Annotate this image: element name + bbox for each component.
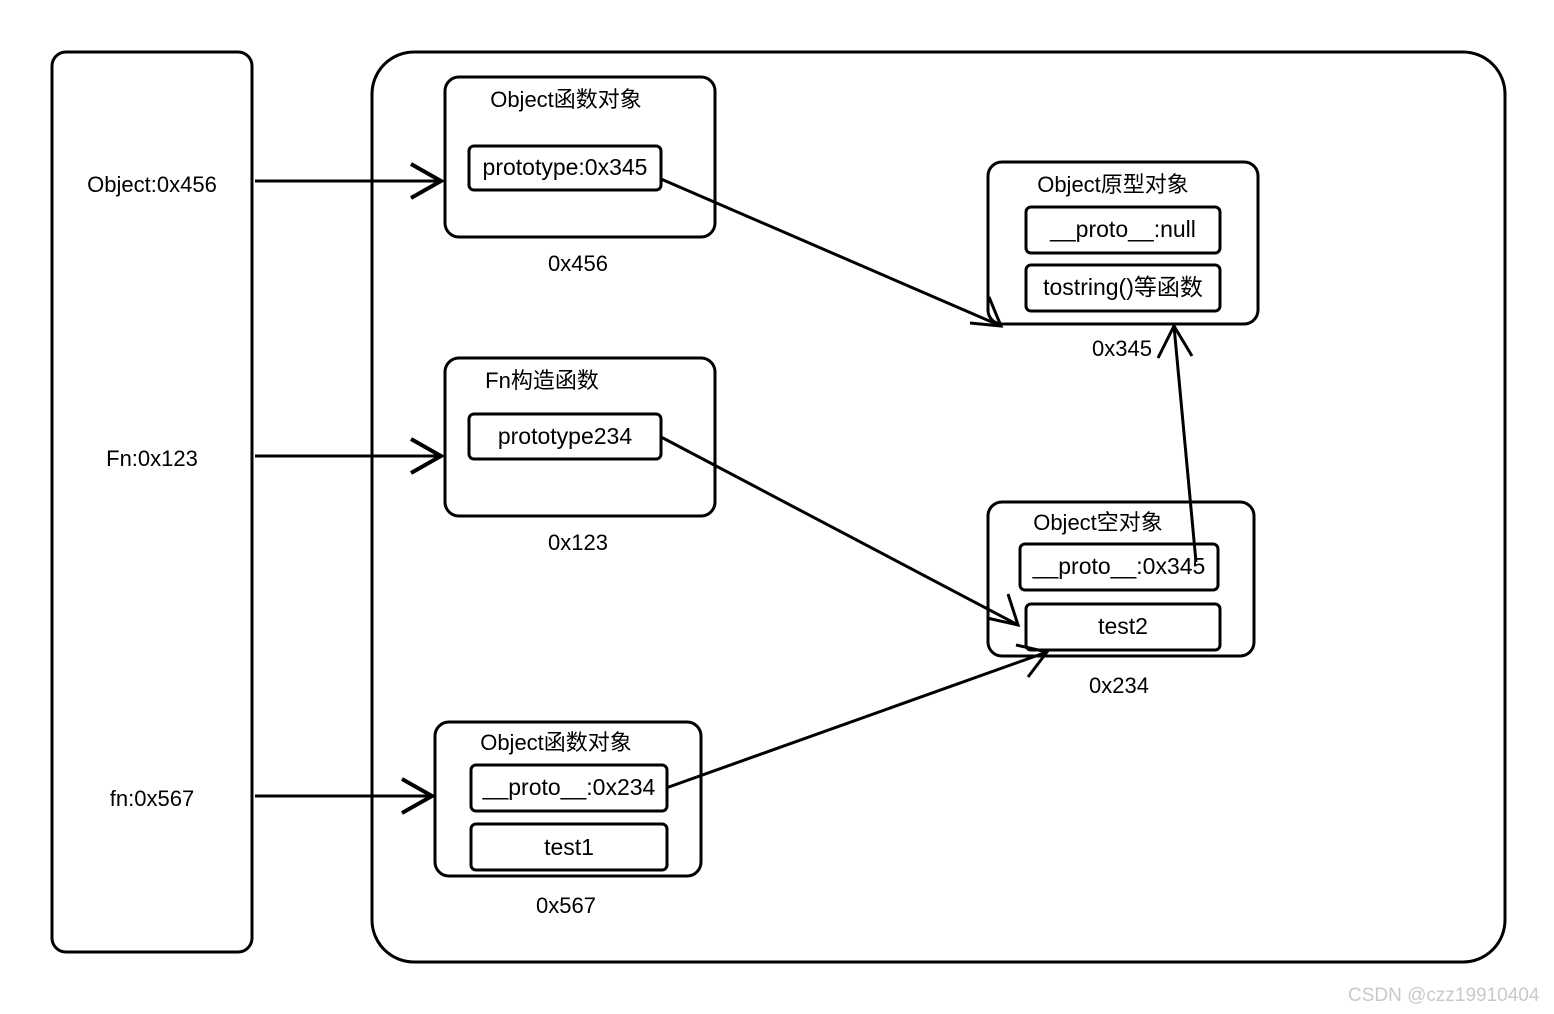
variable-scope-panel-outline	[50, 50, 254, 954]
heap-memory-panel-outline	[370, 50, 1507, 964]
fn-instance-object-field-test1	[469, 822, 669, 872]
fn-constructor-address: 0x123	[548, 530, 608, 555]
fn-constructor-field-prototype	[467, 412, 663, 461]
object-prototype-object-field-proto-label: __proto__:null	[1050, 216, 1196, 242]
object-empty-object-title: Object空对象	[1033, 510, 1163, 535]
object-empty-object-box	[986, 500, 1256, 658]
fn-constructor-title: Fn构造函数	[485, 368, 599, 393]
variable-entry-fn-instance: fn:0x567	[109, 786, 195, 811]
object-function-object-address: 0x456	[548, 251, 608, 276]
arrow-fn-to-constructor	[255, 437, 446, 475]
object-prototype-object-title: Object原型对象	[1037, 172, 1189, 197]
arrow-prototype345-to-prototype-object	[660, 177, 1004, 328]
fn-constructor-box	[443, 356, 717, 518]
object-prototype-object-box	[986, 160, 1260, 326]
csdn-watermark: CSDN @czz19910404	[1348, 985, 1540, 1006]
object-prototype-object-field-proto	[1024, 205, 1222, 255]
object-empty-object-field-test2	[1024, 602, 1222, 652]
variable-entry-fn-constructor: Fn:0x123	[106, 446, 198, 471]
object-empty-object-address: 0x234	[1089, 673, 1149, 698]
arrow-object-to-function-object	[255, 162, 446, 200]
object-prototype-object-field-tostring	[1024, 263, 1222, 313]
object-empty-object-field-proto	[1018, 542, 1220, 592]
fn-instance-object-address: 0x567	[536, 893, 596, 918]
arrow-empty-object-to-prototype-object	[1156, 322, 1198, 563]
object-prototype-object-address: 0x345	[1092, 336, 1152, 361]
fn-instance-object-box	[433, 720, 703, 878]
object-function-object-title: Object函数对象	[490, 87, 642, 112]
object-function-object-field-prototype	[467, 144, 663, 192]
variable-entry-object: Object:0x456	[87, 172, 217, 197]
object-prototype-object-field-tostring-label: tostring()等函数	[1043, 274, 1203, 300]
arrow-prototype234-to-empty-object	[660, 435, 1021, 628]
fn-instance-object-field-test1-label: test1	[544, 834, 594, 860]
arrow-fn-instance-to-object	[255, 777, 437, 815]
object-function-object-field-prototype-label: prototype:0x345	[482, 154, 648, 180]
fn-constructor-field-prototype-label: prototype234	[497, 423, 633, 449]
fn-instance-object-title: Object函数对象	[480, 730, 632, 755]
object-function-object-box	[443, 75, 717, 239]
object-empty-object-field-proto-label: __proto__:0x345	[1032, 553, 1206, 579]
fn-instance-object-field-proto-label: __proto__:0x234	[482, 774, 656, 800]
object-empty-object-field-test2-label: test2	[1098, 613, 1148, 639]
arrow-proto234-to-empty-object	[665, 643, 1050, 790]
